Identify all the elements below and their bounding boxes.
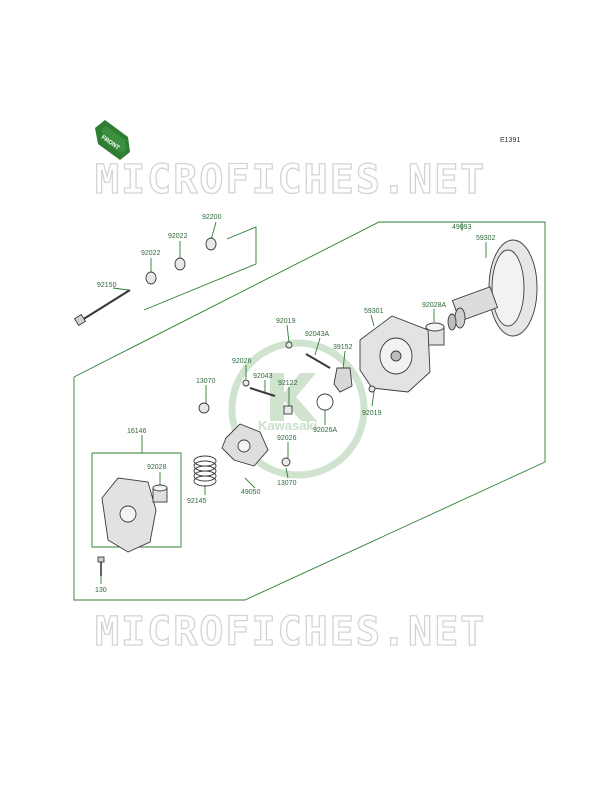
- label-16146: 16146: [127, 428, 147, 435]
- label-92150: 92150: [97, 282, 117, 289]
- part-labels: 49093 59302 92200 92022 92022 92150 5930…: [95, 214, 496, 594]
- label-49050: 49050: [241, 489, 261, 496]
- nut-13070-upper-part: [198, 402, 210, 414]
- label-39152: 39152: [333, 344, 353, 351]
- washer-92200-part: [205, 237, 217, 251]
- kawasaki-logo-watermark: Kawasaki: [228, 339, 368, 479]
- collar-92019b-part: [368, 385, 376, 393]
- watermark-bottom: MICROFICHES.NET: [95, 609, 486, 655]
- diagram-code: E1391: [500, 137, 520, 144]
- label-13070-b: 13070: [277, 480, 297, 487]
- label-59301: 59301: [364, 308, 384, 315]
- washer-92026-upper-part: [242, 379, 250, 387]
- assembly-outline: [73, 221, 546, 601]
- label-92043: 92043: [253, 373, 273, 380]
- washer-92022a-part: [174, 257, 186, 271]
- bushing-92028-part: [152, 484, 168, 503]
- label-59302: 59302: [476, 235, 496, 242]
- label-92019-a: 92019: [276, 318, 296, 325]
- parts: [73, 237, 538, 576]
- label-130: 130: [95, 587, 107, 594]
- label-92026a: 92026A: [313, 427, 337, 434]
- ramp-weight-part: [333, 367, 353, 393]
- movable-sheave-part: [359, 315, 431, 393]
- spider-49050-part: [221, 423, 269, 467]
- watermark-top: MICROFICHES.NET: [95, 157, 486, 203]
- label-92026-a: 92026: [232, 358, 252, 365]
- spring-92145-part: [193, 455, 217, 487]
- label-13070-a: 13070: [196, 378, 216, 385]
- washer-92026a-part: [316, 393, 334, 411]
- label-92145: 92145: [187, 498, 207, 505]
- cover-16146-part: [101, 477, 157, 553]
- collar-92019a-part: [285, 341, 293, 349]
- front-arrow-icon: FRONT: [95, 120, 130, 160]
- roller-92122-part: [283, 405, 293, 415]
- label-92019-b: 92019: [362, 410, 382, 417]
- label-92022-b: 92022: [141, 250, 161, 257]
- kawasaki-logo-text: Kawasaki: [258, 418, 317, 433]
- label-92043a: 92043A: [305, 331, 329, 338]
- label-92022-a: 92022: [168, 233, 188, 240]
- label-92122: 92122: [278, 380, 298, 387]
- pin-92043-part: [249, 387, 276, 397]
- washer-92022b-part: [145, 271, 157, 285]
- label-92028: 92028: [147, 464, 167, 471]
- pin-92043a-part: [305, 353, 331, 369]
- label-92026-b: 92026: [277, 435, 297, 442]
- bolt-92150-part: [73, 289, 131, 327]
- fixed-sheave-part: [447, 239, 538, 337]
- nut-13070-lower-part: [281, 457, 291, 467]
- screw-130-part: [97, 556, 105, 576]
- bushing-92028a-part: [425, 322, 445, 346]
- label-92028a: 92028A: [422, 302, 446, 309]
- label-49093: 49093: [452, 224, 472, 231]
- label-92200: 92200: [202, 214, 222, 221]
